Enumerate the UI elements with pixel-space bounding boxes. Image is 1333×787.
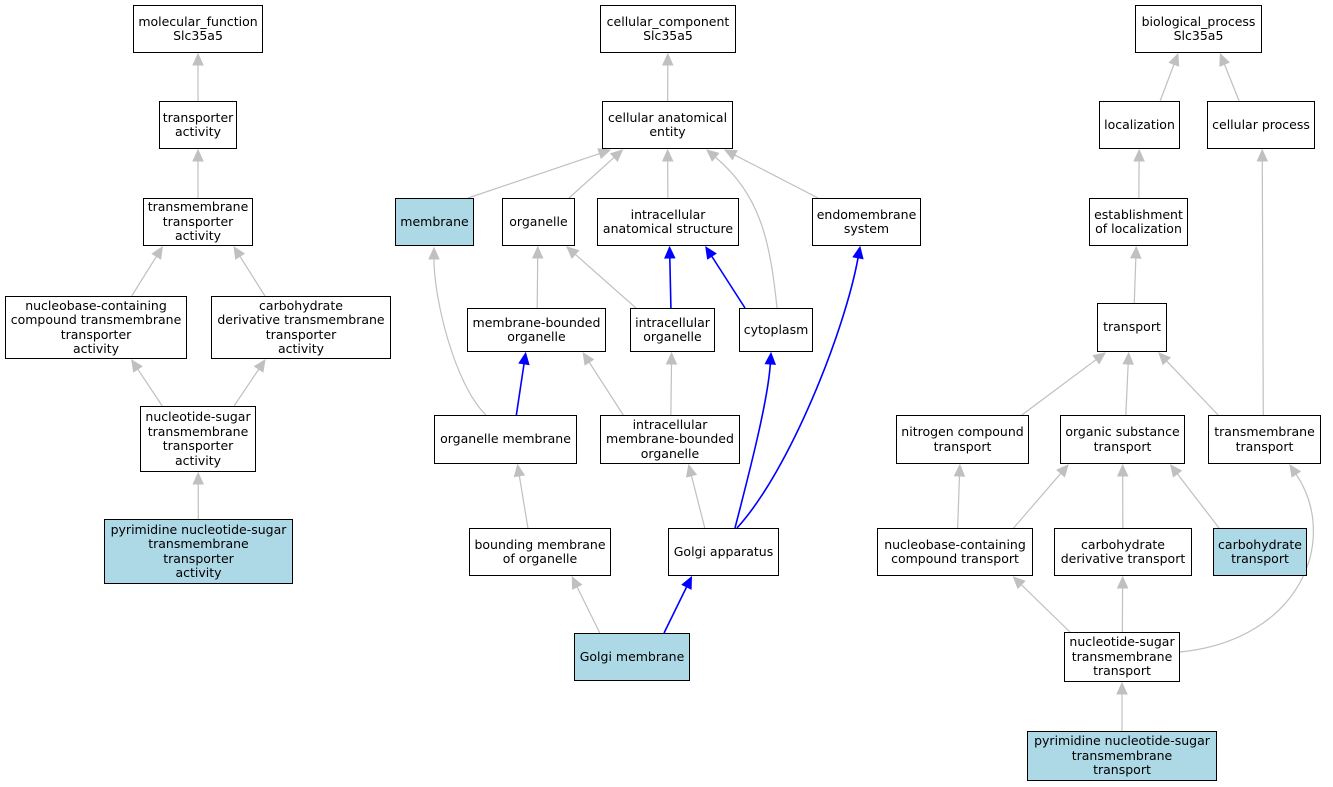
- node-establishment-of-localization[interactable]: establishment of localization: [1089, 198, 1188, 246]
- node-organelle-membrane[interactable]: organelle membrane: [434, 415, 577, 464]
- node-localization[interactable]: localization: [1099, 101, 1180, 149]
- node-intracellular-membrane-bounded-organelle[interactable]: intracellular membrane-bounded organelle: [600, 415, 740, 464]
- edge-bp_localization-to-bp_root: [1159, 52, 1180, 102]
- edge-cc_intraorg-to-cc_organelle: [566, 246, 637, 309]
- edge-bp_transport-to-bp_establishment: [1130, 245, 1142, 304]
- edge-cc_golgimem-to-cc_bounding: [571, 575, 601, 634]
- node-nucleotide-sugar-transmembrane-transport[interactable]: nucleotide-sugar transmembrane transport: [1064, 632, 1180, 682]
- edge-bp_carbderiv-to-bp_organic: [1116, 463, 1129, 529]
- node-intracellular-anatomical-structure[interactable]: intracellular anatomical structure: [597, 198, 739, 246]
- edge-cc_intracellular-to-cc_entity: [661, 148, 674, 199]
- edge-cc_bounding-to-cc_orgmem: [513, 463, 529, 529]
- edge-cc_orgmem-to-cc_membrane: [428, 246, 487, 416]
- edge-bp_transmembrane-to-bp_cellular: [1256, 148, 1269, 416]
- edge-mf_nucsugar-to-mf_nucleobase: [131, 358, 163, 407]
- edge-bp_nucsugar-to-bp_transmembrane: [1179, 463, 1314, 653]
- edge-bp_nucleobase-to-bp_organic: [1013, 464, 1069, 529]
- edge-cc_golgi-to-cc_endomembrane: [736, 245, 864, 529]
- node-organelle[interactable]: organelle: [502, 198, 575, 246]
- node-transmembrane-transporter-activity[interactable]: transmembrane transporter activity: [143, 198, 253, 246]
- edge-cc_cytoplasm-to-cc_entity: [706, 149, 778, 309]
- edge-cc_golgi-to-cc_cytoplasm: [734, 351, 777, 529]
- node-membrane-bounded-organelle[interactable]: membrane-bounded organelle: [467, 308, 606, 352]
- edge-cc_endomembrane-to-cc_entity: [723, 149, 819, 199]
- edge-cc_organelle-to-cc_entity: [568, 149, 624, 199]
- edge-bp_organic-to-bp_transport: [1122, 351, 1134, 416]
- node-biological-process-root[interactable]: biological_process Slc35a5: [1135, 5, 1262, 53]
- node-carbohydrate-derivative-transmembrane-transporter-activity[interactable]: carbohydrate derivative transmembrane tr…: [211, 296, 391, 359]
- edge-bp_nucleobase-to-bp_nitrogen: [953, 463, 966, 529]
- node-nucleobase-containing-compound-transmembrane-transporter-activity[interactable]: nucleobase-containing compound transmemb…: [5, 296, 187, 359]
- edge-mf_transmembrane-to-mf_transporter: [192, 148, 204, 198]
- node-bounding-membrane-of-organelle[interactable]: bounding membrane of organelle: [469, 528, 611, 576]
- edge-cc_membrane-to-cc_entity: [467, 148, 612, 199]
- edge-mf_pyrimidine-to-mf_nucsugar: [192, 471, 204, 520]
- edge-cc_cytoplasm-to-cc_intracellular: [705, 245, 746, 309]
- edge-mf_nucleobase-to-mf_transmembrane: [131, 245, 163, 297]
- node-transporter-activity[interactable]: transporter activity: [159, 101, 237, 149]
- node-molecular-function-root[interactable]: molecular_function Slc35a5: [133, 5, 263, 53]
- node-carbohydrate-transport[interactable]: carbohydrate transport: [1213, 528, 1307, 576]
- node-cellular-component-root[interactable]: cellular_component Slc35a5: [600, 5, 736, 53]
- edge-cc_intramembound-to-cc_intraorg: [665, 351, 678, 416]
- edge-cc_golgimem-to-cc_golgi: [663, 575, 693, 634]
- node-transport[interactable]: transport: [1097, 303, 1167, 352]
- node-golgi-apparatus[interactable]: Golgi apparatus: [668, 528, 779, 576]
- node-transmembrane-transport[interactable]: transmembrane transport: [1208, 415, 1321, 464]
- node-nucleotide-sugar-transmembrane-transporter-activity[interactable]: nucleotide-sugar transmembrane transport…: [140, 406, 256, 472]
- edge-cc_membound-to-cc_organelle: [531, 245, 544, 309]
- edge-bp_nitrogen-to-bp_transport: [1021, 352, 1106, 416]
- edge-bp_establishment-to-bp_localization: [1133, 148, 1145, 199]
- node-cellular-process[interactable]: cellular process: [1207, 101, 1315, 149]
- edge-bp_carbohydrate-to-bp_organic: [1169, 464, 1220, 529]
- edge-cc_intramembound-to-cc_membound: [582, 351, 624, 416]
- edge-bp_transmembrane-to-bp_transport: [1158, 352, 1219, 416]
- node-golgi-membrane[interactable]: Golgi membrane: [574, 633, 690, 681]
- edge-bp_nucsugar-to-bp_carbderiv: [1116, 575, 1129, 633]
- node-intracellular-organelle[interactable]: intracellular organelle: [630, 308, 715, 352]
- node-membrane[interactable]: membrane: [395, 198, 474, 246]
- node-nucleobase-containing-compound-transport[interactable]: nucleobase-containing compound transport: [877, 528, 1033, 576]
- edge-bp_pyrimidine-to-bp_nucsugar: [1116, 681, 1128, 731]
- edge-cc_intraorg-to-cc_intracellular: [664, 245, 676, 309]
- edge-mf_nucsugar-to-mf_carbderiv: [233, 358, 266, 407]
- node-organic-substance-transport[interactable]: organic substance transport: [1060, 415, 1185, 464]
- node-cytoplasm[interactable]: cytoplasm: [739, 308, 813, 352]
- edge-mf_carbderiv-to-mf_transmembrane: [233, 245, 266, 297]
- node-endomembrane-system[interactable]: endomembrane system: [812, 198, 921, 246]
- edge-cc_orgmem-to-cc_membound: [515, 351, 530, 416]
- edge-cc_golgi-to-cc_intramembound: [685, 463, 706, 529]
- node-carbohydrate-derivative-transport[interactable]: carbohydrate derivative transport: [1054, 528, 1192, 576]
- node-pyrimidine-nucleotide-sugar-transmembrane-transporter-activity[interactable]: pyrimidine nucleotide-sugar transmembran…: [104, 519, 293, 584]
- edge-bp_cellular-to-bp_root: [1219, 52, 1240, 102]
- node-cellular-anatomical-entity[interactable]: cellular anatomical entity: [602, 101, 733, 149]
- node-pyrimidine-nucleotide-sugar-transmembrane-transport[interactable]: pyrimidine nucleotide-sugar transmembran…: [1027, 731, 1217, 781]
- edge-mf_transporter-to-mf_root: [192, 52, 204, 101]
- edge-cc_entity-to-cc_root: [662, 52, 674, 102]
- edge-bp_nucsugar-to-bp_nucleobase: [1012, 576, 1071, 633]
- node-nitrogen-compound-transport[interactable]: nitrogen compound transport: [896, 415, 1029, 464]
